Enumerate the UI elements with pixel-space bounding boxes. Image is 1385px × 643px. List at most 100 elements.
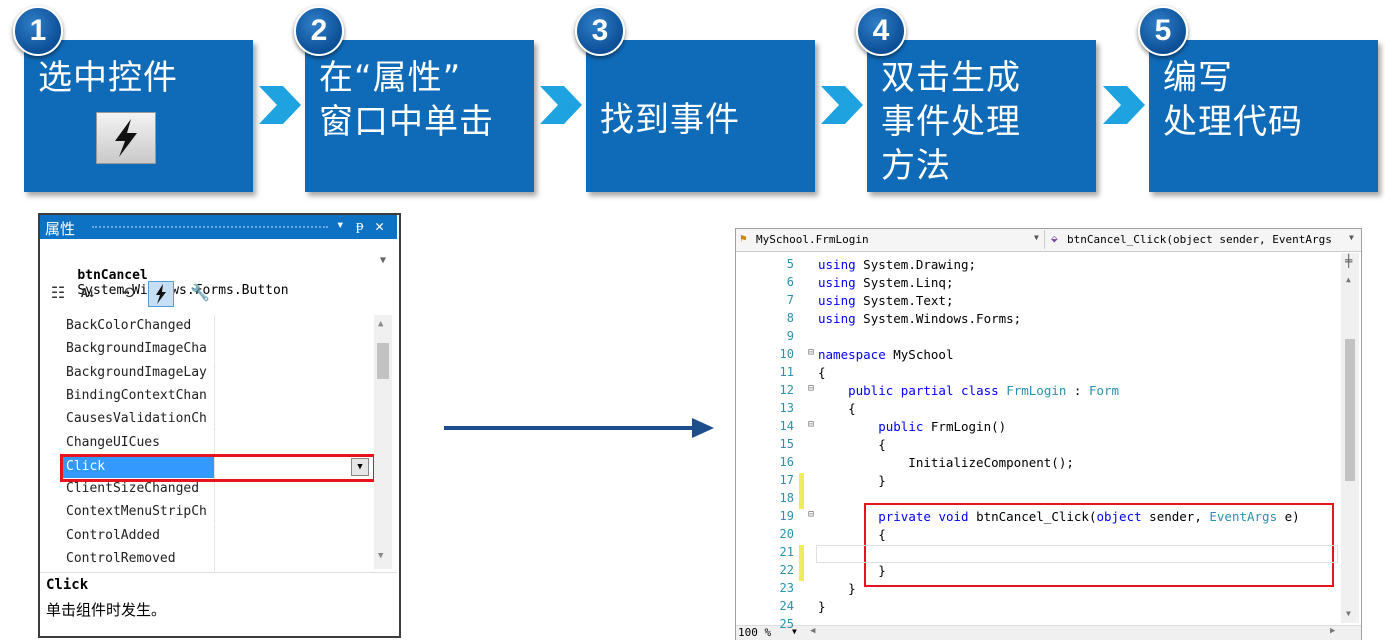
event-row[interactable]: BackColorChanged	[62, 315, 372, 338]
chevron-right-icon	[540, 86, 582, 124]
code-line: }	[818, 563, 886, 578]
event-row[interactable]: BindingContextChan	[62, 384, 372, 408]
selected-row-highlight	[60, 454, 376, 482]
column-separator	[214, 361, 215, 385]
event-row[interactable]: BackgroundImageCha	[62, 338, 372, 362]
class-combo[interactable]: ⚑ MySchool.FrmLogin ▼	[738, 230, 1045, 249]
line-number: 19	[779, 509, 794, 523]
event-row[interactable]: Click	[62, 454, 372, 478]
column-separator	[214, 524, 215, 548]
scroll-up-icon[interactable]: ▲	[1346, 275, 1351, 284]
event-row[interactable]: ControlRemoved	[62, 548, 372, 571]
step-4-text: 双击生成 事件处理 方法	[881, 58, 1021, 186]
categorized-icon[interactable]: ☷	[50, 283, 66, 302]
description-name: Click	[46, 577, 89, 593]
dropdown-icon[interactable]: ▾	[336, 217, 345, 233]
column-separator	[214, 338, 215, 362]
change-marker	[799, 545, 804, 581]
class-combo-text: MySchool.FrmLogin	[756, 233, 869, 246]
scroll-down-icon[interactable]: ▼	[378, 551, 384, 561]
titlebar-grip	[92, 226, 328, 228]
editor-vscrollbar[interactable]: ╪ ▲ ▼	[1341, 253, 1359, 623]
code-line: using System.Windows.Forms;	[818, 311, 1022, 326]
column-separator	[214, 384, 215, 408]
column-separator	[214, 478, 215, 502]
editor-hscrollbar: 100 % ▼ ◀ ▶	[736, 625, 1361, 640]
scroll-thumb[interactable]	[377, 343, 389, 379]
event-name: ChangeUICues	[66, 434, 160, 450]
code-line: using System.Text;	[818, 293, 954, 308]
member-combo-text: btnCancel_Click(object sender, EventArgs	[1067, 233, 1332, 246]
property-pages-icon[interactable]: 🔧	[190, 283, 210, 302]
code-line: {	[818, 401, 856, 416]
code-line: using System.Linq;	[818, 275, 954, 290]
scroll-down-icon[interactable]: ▼	[1346, 609, 1351, 618]
step-2-badge: 2	[294, 6, 344, 56]
step-4: 双击生成 事件处理 方法	[867, 40, 1096, 192]
alphabetical-icon[interactable]: A↓	[80, 286, 96, 300]
code-area[interactable]: using System.Drawing; using System.Linq; u…	[736, 253, 1339, 623]
chevron-down-icon[interactable]: ▼	[380, 255, 387, 266]
code-line: }	[818, 599, 826, 614]
scroll-thumb[interactable]	[1345, 339, 1355, 481]
line-number: 8	[786, 311, 794, 325]
events-lightning-icon[interactable]	[148, 281, 174, 307]
pin-icon[interactable]: ᵽ	[356, 216, 364, 234]
event-name: ContextMenuStripCh	[66, 504, 207, 520]
event-row[interactable]: ContextMenuStripCh	[62, 501, 372, 525]
close-icon[interactable]: ✕	[375, 217, 385, 235]
step-5: 编写 处理代码	[1149, 40, 1378, 192]
scroll-right-icon[interactable]: ▶	[1330, 626, 1336, 636]
event-row[interactable]: ControlAdded	[62, 524, 372, 548]
chevron-right-icon	[1103, 86, 1145, 124]
scroll-left-icon[interactable]: ◀	[810, 626, 816, 636]
code-line: namespace MySchool	[818, 347, 954, 362]
line-number: 6	[786, 275, 794, 289]
column-separator	[214, 408, 215, 432]
step-1-badge: 1	[13, 6, 63, 56]
chevron-right-icon	[259, 86, 301, 124]
code-line: public FrmLogin()	[878, 419, 1007, 434]
collapse-icon[interactable]: ⊟	[808, 509, 815, 520]
properties-panel: 属性 ▾ ᵽ ✕ btnCancel System.Windows.Forms.…	[38, 213, 401, 638]
scroll-up-icon[interactable]: ▲	[378, 319, 384, 329]
step-3-text: 找到事件	[600, 100, 740, 140]
event-row[interactable]: ClientSizeChanged	[62, 478, 372, 502]
event-row[interactable]: BackgroundImageLay	[62, 361, 372, 385]
column-separator	[214, 454, 215, 478]
object-selector[interactable]: btnCancel System.Windows.Forms.Button	[46, 253, 289, 313]
collapse-icon[interactable]: ⊟	[808, 347, 815, 358]
collapse-icon[interactable]: ⊟	[808, 383, 815, 394]
event-name: BindingContextChan	[66, 387, 207, 403]
split-icon[interactable]: ╪	[1345, 254, 1353, 268]
code-line: }	[818, 473, 886, 488]
line-number: 15	[779, 437, 794, 451]
code-line: {	[818, 365, 826, 380]
click-value-dropdown[interactable]: ▼	[351, 458, 369, 476]
event-row[interactable]: CausesValidationCh	[62, 408, 372, 432]
arrow-right-icon	[444, 418, 714, 438]
code-line: }	[818, 581, 856, 596]
line-number: 13	[779, 401, 794, 415]
collapse-icon[interactable]: ⊟	[808, 419, 815, 430]
line-number: 9	[786, 329, 794, 343]
code-line: using System.Drawing;	[818, 257, 977, 272]
code-line: {	[818, 437, 886, 452]
step-5-text: 编写 处理代码	[1163, 58, 1303, 142]
properties-scrollbar[interactable]: ▲ ▼	[374, 315, 392, 569]
line-number: 23	[779, 581, 794, 595]
member-combo[interactable]: ⬙ btnCancel_Click(object sender, EventAr…	[1049, 230, 1359, 249]
properties-icon[interactable]: ⟲	[121, 283, 135, 302]
column-separator	[214, 315, 215, 338]
step-5-badge: 5	[1138, 6, 1188, 56]
event-name: BackgroundImageLay	[66, 364, 207, 380]
events-button-image	[96, 112, 156, 164]
code-line: private void btnCancel_Click(object send…	[878, 509, 1300, 524]
step-1-text: 选中控件	[38, 58, 178, 98]
object-type: System.Windows.Forms.Button	[77, 283, 289, 298]
change-marker	[799, 473, 804, 509]
zoom-level[interactable]: 100 %	[738, 626, 772, 639]
chevron-down-icon[interactable]: ▼	[792, 627, 797, 636]
event-row[interactable]: ChangeUICues	[62, 431, 372, 455]
line-number: 20	[779, 527, 794, 541]
